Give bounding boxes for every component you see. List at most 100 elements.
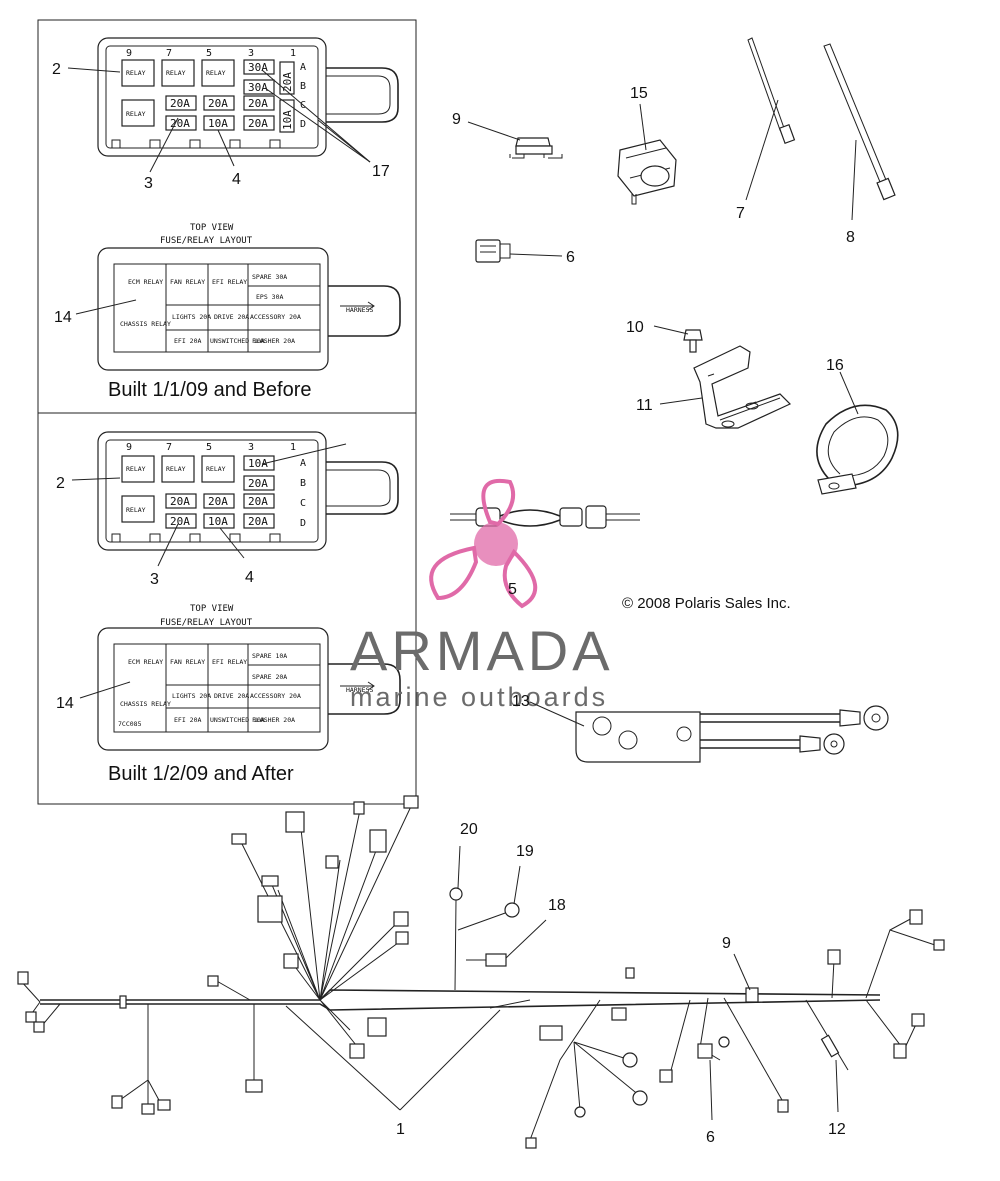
callout-15: 15 bbox=[630, 85, 648, 102]
cell-unswitched: UNSWITCHED 10A bbox=[210, 716, 265, 724]
col-number: 3 bbox=[248, 48, 254, 59]
callout-17: 17 bbox=[372, 163, 390, 180]
part-connector-15 bbox=[617, 139, 677, 205]
armada-watermark: ARMADA marine outboards bbox=[350, 478, 614, 712]
col-number: 1 bbox=[290, 442, 296, 453]
fuse-box-top: 9 7 5 3 1 RELAY RELAY RELAY RELAY 30A 30… bbox=[97, 37, 399, 157]
callout-18: 18 bbox=[548, 897, 566, 914]
fuse-label: 20A bbox=[170, 97, 190, 110]
cell-efi-relay: EFI RELAY bbox=[212, 658, 247, 666]
view-title: TOP VIEW bbox=[190, 223, 234, 233]
cell-flasher: FLASHER 20A bbox=[252, 337, 295, 345]
fuse-label: 10A bbox=[248, 457, 268, 470]
fuse-label: 20A bbox=[281, 72, 294, 92]
row-letter: B bbox=[300, 478, 306, 489]
relay-label: RELAY bbox=[126, 110, 146, 118]
col-number: 5 bbox=[206, 48, 212, 59]
callout-20: 20 bbox=[460, 821, 478, 838]
fuse-label: 20A bbox=[248, 117, 268, 130]
cell-fan: FAN RELAY bbox=[170, 658, 205, 666]
col-number: 7 bbox=[166, 48, 172, 59]
harness-tag: HARNESS bbox=[346, 686, 373, 694]
panel-frame-bottom bbox=[37, 412, 417, 805]
part-connector-6 bbox=[475, 239, 511, 263]
callout-14: 14 bbox=[56, 695, 74, 712]
cell-lights: LIGHTS 20A bbox=[172, 313, 211, 321]
part-fuse-wire bbox=[450, 505, 640, 529]
callout-12: 12 bbox=[828, 1121, 846, 1138]
callout-6: 6 bbox=[566, 249, 575, 266]
callout-3: 3 bbox=[144, 175, 153, 192]
watermark-tagline: marine outboards bbox=[350, 682, 608, 712]
fuse-label: 20A bbox=[170, 495, 190, 508]
callout-4: 4 bbox=[232, 171, 241, 188]
cell-lights: LIGHTS 20A bbox=[172, 692, 211, 700]
cell-fan: FAN RELAY bbox=[170, 278, 205, 286]
relay-label: RELAY bbox=[126, 69, 146, 77]
view-title: TOP VIEW bbox=[190, 604, 234, 614]
cell-spare2: SPARE 20A bbox=[252, 673, 287, 681]
fuse-label: 20A bbox=[170, 117, 190, 130]
cell-efi-fuse: EFI 20A bbox=[174, 716, 201, 724]
part-battery-cable bbox=[575, 705, 889, 763]
cell-chassis: CHASSIS RELAY bbox=[120, 700, 171, 708]
fuse-label: 20A bbox=[248, 97, 268, 110]
part-circuit-breaker bbox=[509, 137, 563, 159]
part-bolt bbox=[683, 329, 703, 353]
relay-label: RELAY bbox=[126, 465, 146, 473]
cell-flasher: FLASHER 20A bbox=[252, 716, 295, 724]
fuse-layout-bottom: TOP VIEW FUSE/RELAY LAYOUT HARNESS ECM R… bbox=[97, 604, 401, 751]
row-letter: D bbox=[300, 518, 306, 529]
callout-3: 3 bbox=[150, 571, 159, 588]
col-number: 9 bbox=[126, 442, 132, 453]
callout-9: 9 bbox=[452, 111, 461, 128]
callout-1: 1 bbox=[396, 1121, 405, 1138]
cell-efi-relay: EFI RELAY bbox=[212, 278, 247, 286]
part-code: 7CC085 bbox=[118, 720, 142, 728]
callout-16: 16 bbox=[826, 357, 844, 374]
relay-label: RELAY bbox=[206, 69, 226, 77]
col-number: 7 bbox=[166, 442, 172, 453]
cell-spare: SPARE 10A bbox=[252, 652, 287, 660]
cell-eps: EPS 30A bbox=[256, 293, 283, 301]
row-letter: B bbox=[300, 81, 306, 92]
watermark-brand: ARMADA bbox=[350, 619, 614, 682]
callout-10: 10 bbox=[626, 319, 644, 336]
col-number: 9 bbox=[126, 48, 132, 59]
callout-5: 5 bbox=[508, 581, 517, 598]
callout-4: 4 bbox=[245, 569, 254, 586]
part-cable-tie-7 bbox=[747, 37, 796, 144]
row-letter: A bbox=[300, 62, 306, 73]
cell-accessory: ACCESSORY 20A bbox=[250, 692, 301, 700]
callout-9: 9 bbox=[722, 935, 731, 952]
fuse-label: 30A bbox=[248, 81, 268, 94]
fuse-label: 30A bbox=[248, 61, 268, 74]
callout-2: 2 bbox=[56, 475, 65, 492]
col-number: 1 bbox=[290, 48, 296, 59]
fuse-label: 10A bbox=[281, 110, 294, 130]
fuse-label: 20A bbox=[248, 495, 268, 508]
view-title: FUSE/RELAY LAYOUT bbox=[160, 618, 253, 628]
callout-7: 7 bbox=[736, 205, 745, 222]
part-clamp bbox=[816, 404, 899, 495]
fuse-label: 10A bbox=[208, 117, 228, 130]
row-letter: A bbox=[300, 458, 306, 469]
cell-efi-fuse: EFI 20A bbox=[174, 337, 201, 345]
cell-ecm: ECM RELAY bbox=[128, 658, 163, 666]
view-title: FUSE/RELAY LAYOUT bbox=[160, 236, 253, 246]
callout-6: 6 bbox=[706, 1129, 715, 1146]
col-number: 5 bbox=[206, 442, 212, 453]
copyright: © 2008 Polaris Sales Inc. bbox=[622, 595, 791, 612]
part-cable-tie-8 bbox=[823, 43, 896, 201]
fuse-layout-top: TOP VIEW FUSE/RELAY LAYOUT HARNESS ECM R… bbox=[97, 223, 401, 371]
caption-bottom: Built 1/2/09 and After bbox=[108, 763, 294, 785]
cell-accessory: ACCESSORY 20A bbox=[250, 313, 301, 321]
fuse-label: 20A bbox=[208, 97, 228, 110]
col-number: 3 bbox=[248, 442, 254, 453]
fuse-box-bottom: 9 7 5 3 1 RELAY RELAY RELAY RELAY 10A 20… bbox=[97, 431, 399, 551]
relay-label: RELAY bbox=[166, 69, 186, 77]
fuse-label: 20A bbox=[208, 495, 228, 508]
fuse-label: 20A bbox=[170, 515, 190, 528]
callout-13: 13 bbox=[512, 693, 530, 710]
